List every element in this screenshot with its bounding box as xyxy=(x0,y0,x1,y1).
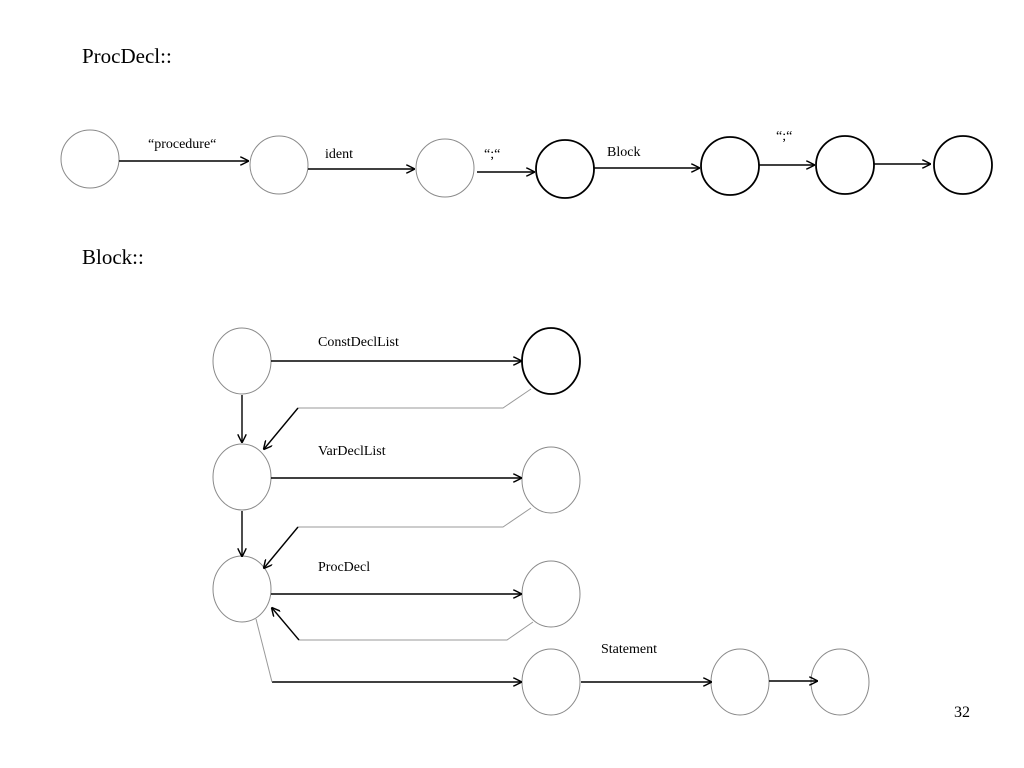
return-path-vardecl xyxy=(298,507,532,528)
procdecl-node-2 xyxy=(249,135,309,195)
edge-procdecl-to-statement xyxy=(255,618,273,683)
block-node-start xyxy=(212,327,272,395)
block-node-statement-start xyxy=(521,648,581,716)
return-path-constdecl xyxy=(298,388,532,409)
procdecl-node-3 xyxy=(415,138,475,198)
procdecl-node-1 xyxy=(60,129,120,189)
return-arrow-vardecl xyxy=(264,526,299,568)
label-constdecllist: ConstDeclList xyxy=(318,335,399,350)
block-diagram: ConstDeclList VarDeclList ProcDecl State… xyxy=(212,327,870,716)
label-semicolon-2: “;“ xyxy=(776,129,792,144)
block-node-procdecl-end xyxy=(521,560,581,628)
page-number: 32 xyxy=(954,704,970,721)
block-title: Block:: xyxy=(82,245,144,269)
block-node-statement-end xyxy=(710,648,770,716)
block-node-vardecl xyxy=(212,443,272,511)
procdecl-title: ProcDecl:: xyxy=(82,44,172,68)
block-node-final xyxy=(810,648,870,716)
label-vardecllist: VarDeclList xyxy=(318,444,386,459)
label-block: Block xyxy=(607,145,640,160)
label-semicolon-1: “;“ xyxy=(484,147,500,162)
block-node-procdecl xyxy=(212,555,272,623)
return-arrow-constdecl xyxy=(264,407,299,449)
procdecl-node-6 xyxy=(815,135,875,195)
procdecl-node-7 xyxy=(933,135,993,195)
block-node-vardecl-end xyxy=(521,446,581,514)
label-statement: Statement xyxy=(601,642,657,657)
return-path-procdecl xyxy=(299,621,534,641)
return-arrow-procdecl xyxy=(272,608,300,641)
procdecl-node-5 xyxy=(700,136,760,196)
procdecl-diagram: “procedure“ ident “;“ Block “;“ xyxy=(60,129,993,199)
label-ident: ident xyxy=(325,147,353,162)
block-node-constdecl-end xyxy=(521,327,581,395)
label-procdecl: ProcDecl xyxy=(318,560,370,575)
procdecl-node-4 xyxy=(535,139,595,199)
label-procedure: “procedure“ xyxy=(148,137,216,152)
